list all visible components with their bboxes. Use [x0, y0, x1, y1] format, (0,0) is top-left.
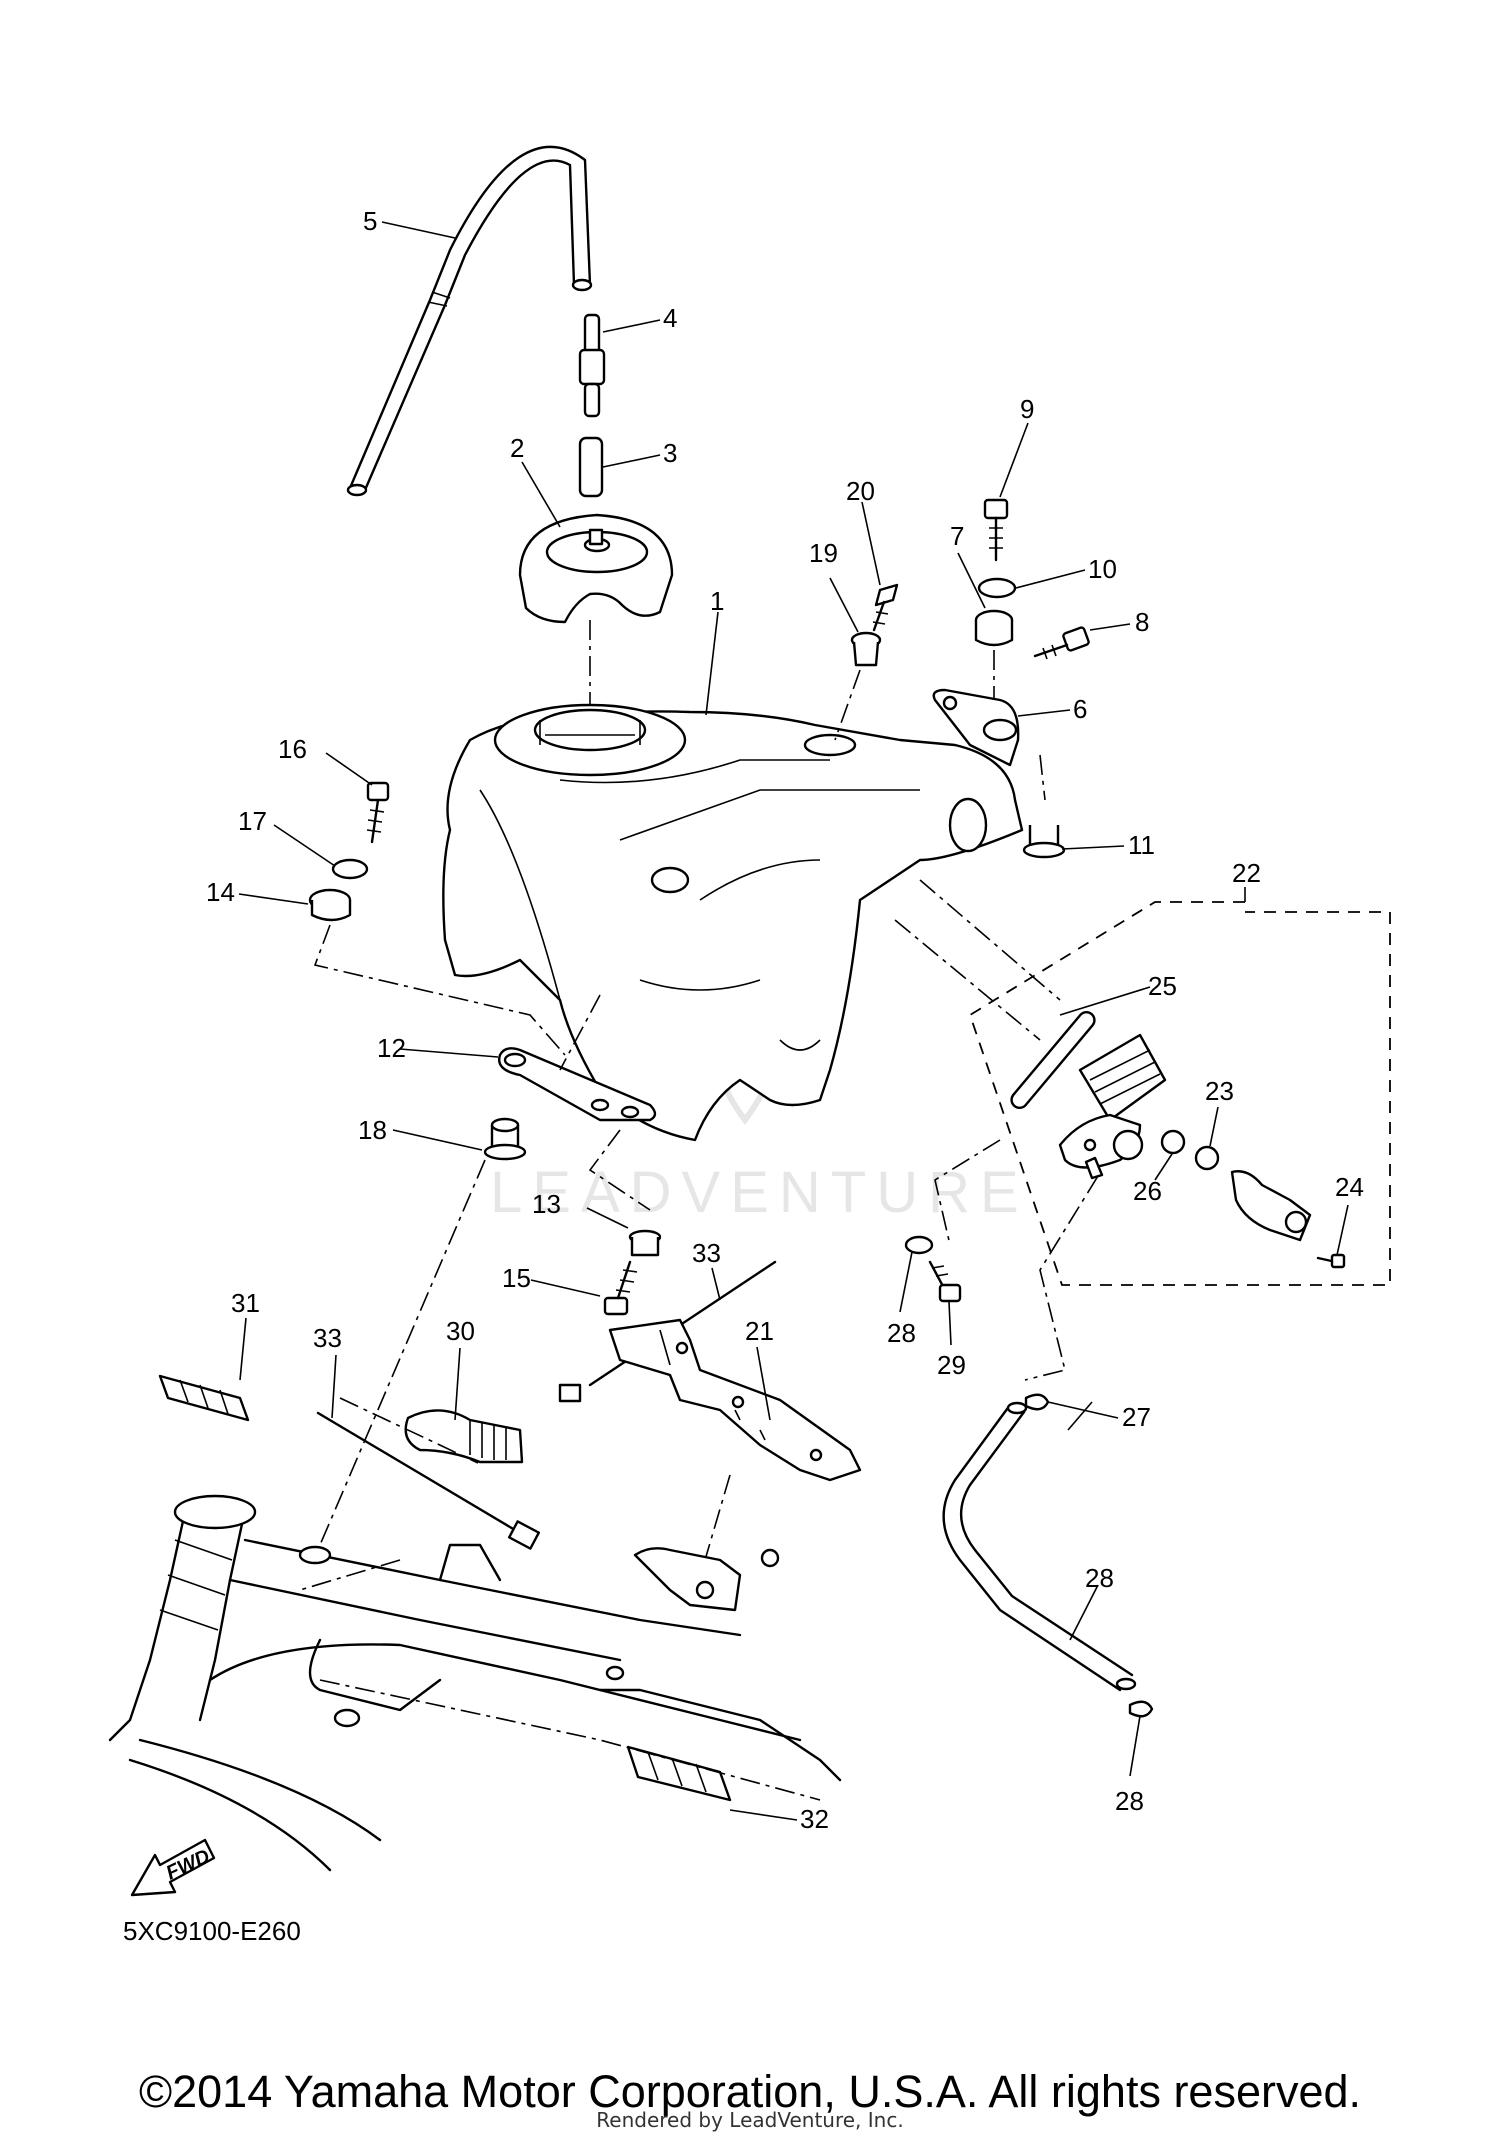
- callout-32-upper: 31: [231, 1288, 260, 1318]
- o-ring-23: [1194, 1145, 1220, 1171]
- leader-lines: [238, 221, 1349, 1821]
- bolt-8: [1033, 626, 1090, 660]
- callout-27: 28: [1085, 1563, 1114, 1593]
- callout-1: 1: [710, 586, 724, 616]
- seal-26: [1160, 1129, 1186, 1155]
- callout-20: 20: [846, 476, 875, 506]
- breather-fitting: [578, 313, 606, 418]
- fuel-tank: [442, 703, 1024, 1142]
- callout-labels: 5 4 3 2 1 9 10 7 8 6 11 20 19 16 17 14 1…: [206, 206, 1364, 1834]
- screw: [872, 583, 899, 632]
- o-ring-25: [1010, 1010, 1096, 1110]
- lever-24: [1230, 1170, 1346, 1269]
- watermark-text: LEADVENTURE: [490, 1160, 1029, 1225]
- fuel-hose-27: [942, 1401, 1137, 1692]
- bracket-21: [608, 1318, 862, 1482]
- callout-28-top: 27: [1122, 1402, 1151, 1432]
- callout-29: 28: [887, 1318, 916, 1348]
- diagram-code: 5XC9100-E260: [123, 1916, 301, 1946]
- callout-31: 30: [446, 1316, 475, 1346]
- damper-7: [974, 609, 1014, 647]
- callout-17: 17: [238, 806, 267, 836]
- collar-small: [850, 631, 882, 667]
- callout-4: 4: [663, 303, 677, 333]
- callout-6: 6: [1073, 694, 1087, 724]
- callout-11: 11: [1128, 830, 1155, 860]
- callout-16: 16: [278, 734, 307, 764]
- callout-8: 8: [1135, 607, 1149, 637]
- washer-17: [331, 858, 369, 880]
- callout-14: 14: [206, 877, 235, 907]
- callout-7: 7: [950, 521, 964, 551]
- callout-3: 3: [663, 438, 677, 468]
- bracket-6: [932, 688, 1020, 767]
- callout-26: 26: [1133, 1176, 1162, 1206]
- collar-13: [628, 1229, 662, 1257]
- rendered-by-credit: Rendered by LeadVenture, Inc.: [596, 2108, 904, 2132]
- frame: [108, 1494, 842, 1872]
- callout-13: 13: [532, 1189, 561, 1219]
- washer-10: [977, 577, 1017, 599]
- callout-24: 24: [1335, 1172, 1364, 1202]
- callout-5: 5: [363, 206, 377, 236]
- pad-32-upper: [158, 1374, 250, 1422]
- bolt-30: [928, 1260, 962, 1303]
- callout-19: 19: [809, 538, 838, 568]
- callout-18: 18: [358, 1115, 387, 1145]
- bracket-12: [498, 1047, 657, 1122]
- bolt-9: [983, 498, 1009, 562]
- fwd-arrow-icon: FWD: [130, 1838, 216, 1897]
- callout-12: 12: [377, 1033, 406, 1063]
- callout-23: 23: [1205, 1076, 1234, 1106]
- collar: [578, 436, 604, 498]
- washer-29: [904, 1235, 934, 1255]
- callout-21: 21: [745, 1316, 774, 1346]
- collar-11: [1022, 825, 1066, 859]
- callout-33-left: 33: [313, 1323, 342, 1353]
- fuel-cock-22: [1058, 1033, 1167, 1180]
- callout-9: 9: [1020, 394, 1034, 424]
- bolt-15: [603, 1260, 638, 1316]
- callout-28-bottom: 28: [1115, 1786, 1144, 1816]
- damper-14: [308, 888, 352, 922]
- callout-32-lower: 32: [800, 1804, 829, 1834]
- callout-10: 10: [1088, 554, 1117, 584]
- damper-31: [404, 1409, 524, 1464]
- group-box-22: [968, 901, 1391, 1286]
- clip-28-top: [1024, 1393, 1050, 1411]
- callout-2: 2: [510, 433, 524, 463]
- callout-22: 22: [1232, 858, 1261, 888]
- clip-28-bottom: [1128, 1700, 1154, 1718]
- breather-hose: [346, 145, 593, 497]
- fuel-cap: [518, 513, 674, 624]
- callout-25: 25: [1148, 971, 1177, 1001]
- copyright-notice: ©2014 Yamaha Motor Corporation, U.S.A. A…: [138, 2066, 1362, 2117]
- collar-18: [483, 1117, 527, 1161]
- callout-30: 29: [937, 1350, 966, 1380]
- bolt-16: [366, 781, 390, 844]
- pad-32-lower: [626, 1745, 732, 1802]
- cable-tie-33a: [316, 1411, 541, 1550]
- callout-33-mid: 33: [692, 1238, 721, 1268]
- callout-15: 15: [502, 1263, 531, 1293]
